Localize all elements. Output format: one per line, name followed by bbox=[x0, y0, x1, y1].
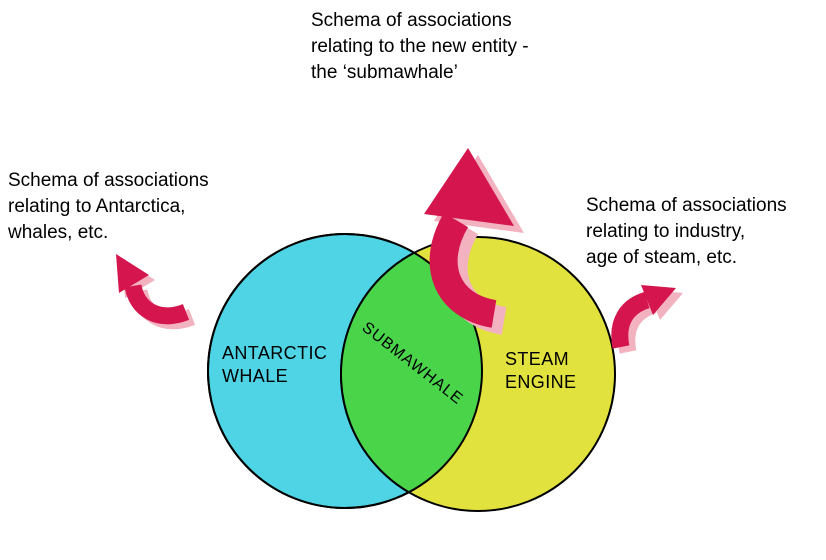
title-note-line3: the ‘submawhale’ bbox=[311, 62, 458, 83]
left-circle-label: ANTARCTIC WHALE bbox=[222, 342, 327, 388]
left-arrow bbox=[116, 254, 190, 325]
right-arrow bbox=[611, 285, 676, 349]
right-circle-label: STEAM ENGINE bbox=[505, 348, 576, 394]
left-circle-label-line2: WHALE bbox=[222, 366, 289, 386]
right-arrow-tail bbox=[611, 291, 650, 349]
left-arrow-tail bbox=[124, 283, 190, 325]
left-note: Schema of associations relating to Antar… bbox=[8, 168, 209, 246]
left-circle-outline bbox=[207, 233, 483, 509]
center-arrow bbox=[424, 148, 514, 328]
left-note-line1: Schema of associations bbox=[8, 170, 209, 191]
right-note: Schema of associations relating to indus… bbox=[586, 193, 787, 271]
left-arrow-head bbox=[116, 254, 149, 293]
left-circle-label-line1: ANTARCTIC bbox=[222, 343, 328, 363]
title-note: Schema of associations relating to the n… bbox=[311, 8, 529, 86]
left-note-line2: relating to Antarctica, bbox=[8, 196, 186, 217]
title-note-line1: Schema of associations bbox=[311, 10, 512, 31]
left-note-line3: whales, etc. bbox=[8, 222, 109, 243]
title-note-line2: relating to the new entity - bbox=[311, 36, 529, 57]
right-arrow-head bbox=[641, 285, 676, 315]
center-arrow-tail bbox=[429, 212, 498, 328]
right-note-line2: relating to industry, bbox=[586, 221, 746, 242]
center-arrow-head bbox=[424, 148, 514, 226]
right-note-line3: age of steam, etc. bbox=[586, 247, 738, 268]
right-circle-label-line1: STEAM bbox=[505, 349, 570, 369]
right-note-line1: Schema of associations bbox=[586, 195, 787, 216]
right-circle-label-line2: ENGINE bbox=[505, 372, 577, 392]
